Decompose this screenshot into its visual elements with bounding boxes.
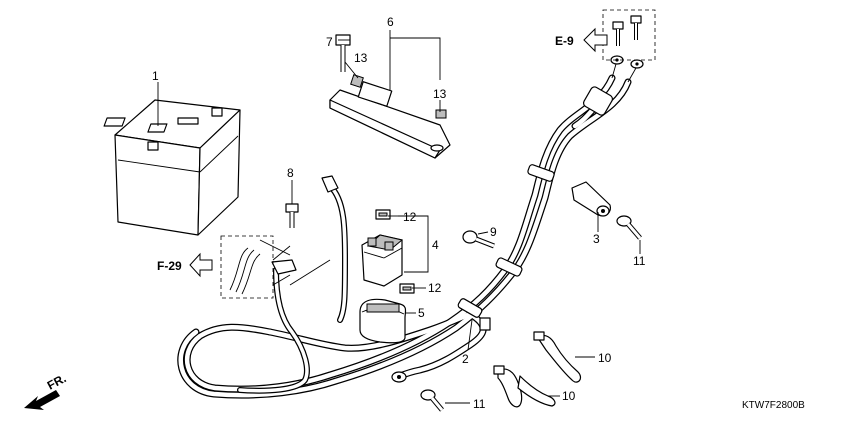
callout-10a: 10 xyxy=(598,351,612,365)
bolt-7 xyxy=(335,34,351,72)
ref-f29-label: F-29 xyxy=(157,259,182,273)
front-arrow: FR. xyxy=(24,371,68,410)
callout-9: 9 xyxy=(490,225,497,239)
leader-lines xyxy=(157,30,641,404)
starter-relay xyxy=(361,234,404,287)
fuses xyxy=(375,209,415,294)
callout-12a: 12 xyxy=(403,210,417,224)
callout-1: 1 xyxy=(152,69,159,83)
battery xyxy=(103,99,241,236)
setting-plate xyxy=(329,74,451,159)
callout-8: 8 xyxy=(287,166,294,180)
relay-cover xyxy=(359,298,407,344)
callout-11-right: 11 xyxy=(633,254,646,268)
callout-11-bottom: 11 xyxy=(473,397,486,411)
bolt-11-right xyxy=(616,215,642,240)
wire-harness xyxy=(177,55,644,399)
battery-cables xyxy=(237,175,348,394)
f29-inset xyxy=(189,235,291,299)
callout-7: 7 xyxy=(326,35,333,49)
front-label: FR. xyxy=(45,371,69,392)
callout-2: 2 xyxy=(462,352,469,366)
callout-13a: 13 xyxy=(354,51,368,65)
cable-bands xyxy=(493,331,582,408)
bolt-11-bottom xyxy=(420,389,444,412)
callout-3: 3 xyxy=(593,232,600,246)
e9-inset xyxy=(583,9,656,61)
callout-13b: 13 xyxy=(433,87,447,101)
callouts: 1 6 7 13 13 8 12 4 12 5 9 3 11 2 10 10 1… xyxy=(152,15,646,411)
callout-12b: 12 xyxy=(428,281,442,295)
bolt-9 xyxy=(462,230,495,249)
terminal-sleeve xyxy=(571,181,611,217)
diagram-code: KTW7F2800B xyxy=(742,400,805,411)
ref-e9-label: E-9 xyxy=(555,34,574,48)
callout-4: 4 xyxy=(432,238,439,252)
callout-10b: 10 xyxy=(562,389,576,403)
callout-5: 5 xyxy=(418,306,425,320)
bolt-8 xyxy=(285,203,299,228)
callout-6: 6 xyxy=(387,15,394,29)
